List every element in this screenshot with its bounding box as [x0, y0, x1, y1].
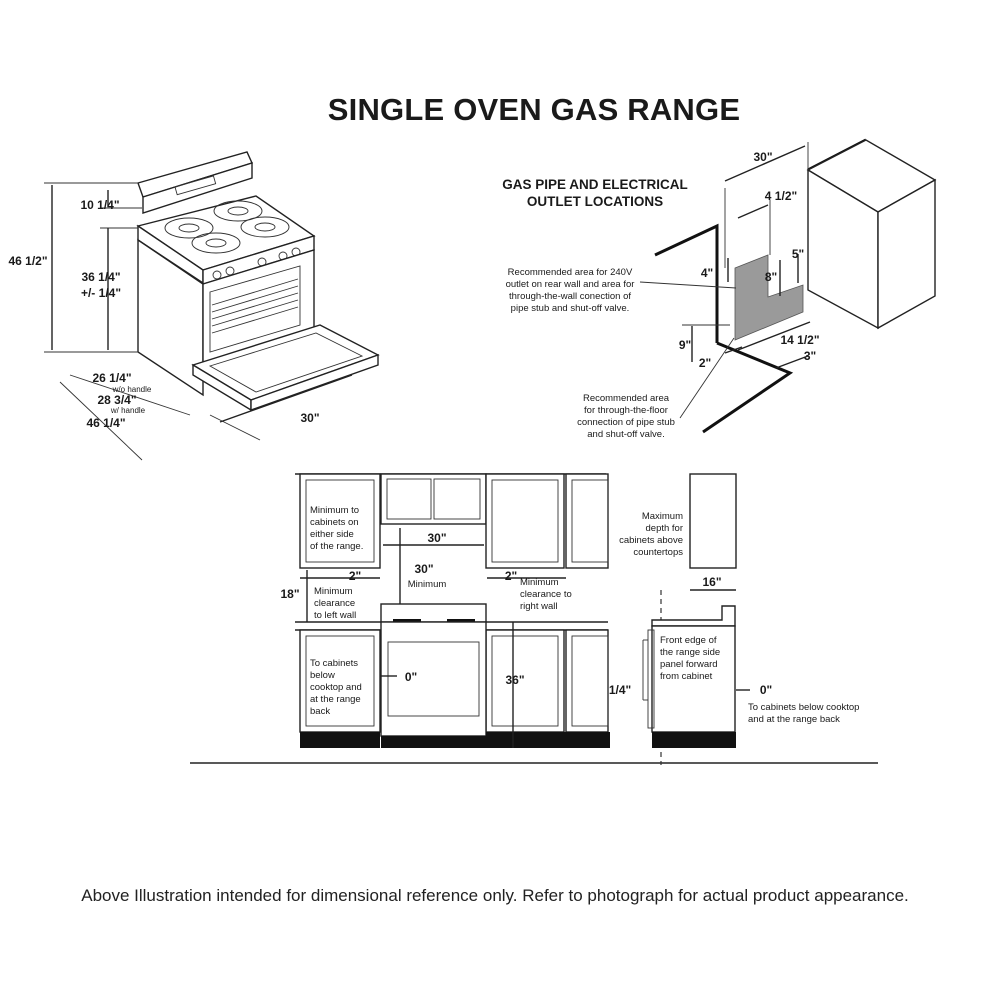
svg-text:Recommended area for 240V: Recommended area for 240V [508, 267, 633, 278]
gas-14-5-label: 14 1/2" [780, 333, 819, 347]
gas-8-label: 8" [765, 270, 777, 284]
side-view-drawing [642, 473, 750, 765]
depth-with-handle-note: w/ handle [110, 406, 146, 415]
gas-9-label: 9" [679, 338, 691, 352]
gas-title-line-2: OUTLET LOCATIONS [526, 194, 664, 209]
cabinet-note: Minimum to cabinets on either side of th… [310, 505, 363, 552]
svg-text:the range side: the range side [660, 647, 720, 658]
gas-title-line-1: GAS PIPE AND ELECTRICAL [502, 177, 688, 192]
right-wall-note: Minimum clearance to right wall [520, 577, 572, 612]
depth-door-open-46-25-label: 46 1/4" [86, 416, 125, 430]
cooktop-height-36-25-label: 36 1/4" [81, 270, 120, 284]
disclaimer-footer: Above Illustration intended for dimensio… [81, 886, 909, 905]
svg-text:either side: either side [310, 529, 354, 540]
range-isometric-drawing [136, 151, 380, 412]
height-36-label: 36" [505, 673, 524, 687]
height-46-5-label: 46 1/2" [8, 254, 47, 268]
svg-text:at the range: at the range [310, 694, 361, 705]
wall-outlet-note: Recommended area for 240V outlet on rear… [506, 267, 635, 314]
gas-section-title: GAS PIPE AND ELECTRICAL OUTLET LOCATIONS [470, 176, 720, 210]
svg-text:back: back [310, 706, 330, 717]
svg-text:to left wall: to left wall [314, 610, 356, 621]
depth-without-handle-note: w/o handle [112, 385, 152, 394]
height-18-label: 18" [280, 587, 299, 601]
svg-text:and shut-off valve.: and shut-off valve. [587, 429, 664, 440]
svg-text:countertops: countertops [633, 547, 683, 558]
below-cooktop-note: To cabinets below cooktop and at the ran… [310, 658, 362, 717]
range-dimension-lines [44, 182, 353, 461]
svg-text:connection of pipe stub: connection of pipe stub [577, 417, 675, 428]
page-title: SINGLE OVEN GAS RANGE [327, 92, 741, 127]
right-clearance-2-label: 2" [505, 569, 517, 583]
svg-text:right wall: right wall [520, 601, 558, 612]
svg-text:clearance: clearance [314, 598, 355, 609]
svg-text:outlet on rear wall and area f: outlet on rear wall and area for [506, 279, 635, 290]
svg-text:depth for: depth for [646, 523, 684, 534]
left-wall-note: Minimum clearance to left wall [314, 586, 356, 621]
front-view-drawing [190, 473, 878, 764]
range-width-30-label: 30" [300, 411, 319, 425]
svg-text:pipe stub and shut-off valve.: pipe stub and shut-off valve. [511, 303, 630, 314]
left-clearance-2-label: 2" [349, 569, 361, 583]
front-height-minimum-label: Minimum [408, 579, 447, 590]
gas-width-30-label: 30" [753, 150, 772, 164]
depth-16-label: 16" [702, 575, 721, 589]
svg-text:panel forward: panel forward [660, 659, 718, 670]
svg-text:To cabinets below cooktop: To cabinets below cooktop [748, 702, 859, 713]
svg-text:cabinets on: cabinets on [310, 517, 359, 528]
front-edge-note: Front edge of the range side panel forwa… [660, 635, 720, 682]
svg-text:Front edge of: Front edge of [660, 635, 717, 646]
offset-1-4-label: 1/4" [609, 683, 631, 697]
gas-4-5-label: 4 1/2" [765, 189, 797, 203]
gas-3-label: 3" [804, 349, 816, 363]
svg-text:for through-the-floor: for through-the-floor [584, 405, 668, 416]
front-height-30-label: 30" [414, 562, 433, 576]
svg-text:Minimum: Minimum [314, 586, 353, 597]
gas-5-label: 5" [792, 247, 804, 261]
depth-26-25-label: 26 1/4" [92, 371, 131, 385]
max-depth-note: Maximum depth for cabinets above counter… [619, 511, 683, 558]
gas-4-label: 4" [701, 266, 713, 280]
svg-text:Minimum: Minimum [520, 577, 559, 588]
svg-text:of the range.: of the range. [310, 541, 363, 552]
gas-2-label: 2" [699, 356, 711, 370]
svg-text:below: below [310, 670, 335, 681]
svg-text:cabinets above: cabinets above [619, 535, 683, 546]
svg-text:and at the range back: and at the range back [748, 714, 840, 725]
floor-connection-note: Recommended area for through-the-floor c… [577, 393, 675, 440]
svg-text:Minimum to: Minimum to [310, 505, 359, 516]
side-gap-0-label: 0" [760, 683, 772, 697]
svg-text:cooktop and: cooktop and [310, 682, 362, 693]
side-below-cooktop-note: To cabinets below cooktop and at the ran… [748, 702, 859, 725]
depth-28-75-label: 28 3/4" [97, 393, 136, 407]
backguard-10-25-label: 10 1/4" [80, 198, 119, 212]
svg-text:clearance to: clearance to [520, 589, 572, 600]
gas-pipe-outlet-drawing [639, 138, 937, 434]
svg-text:from cabinet: from cabinet [660, 671, 713, 682]
front-width-30-label: 30" [427, 531, 446, 545]
svg-text:Maximum: Maximum [642, 511, 683, 522]
svg-text:Recommended area: Recommended area [583, 393, 670, 404]
cooktop-height-tolerance-label: +/- 1/4" [81, 286, 121, 300]
front-gap-0-label: 0" [405, 670, 417, 684]
svg-text:To cabinets: To cabinets [310, 658, 358, 669]
svg-text:through-the-wall conection of: through-the-wall conection of [509, 291, 631, 302]
